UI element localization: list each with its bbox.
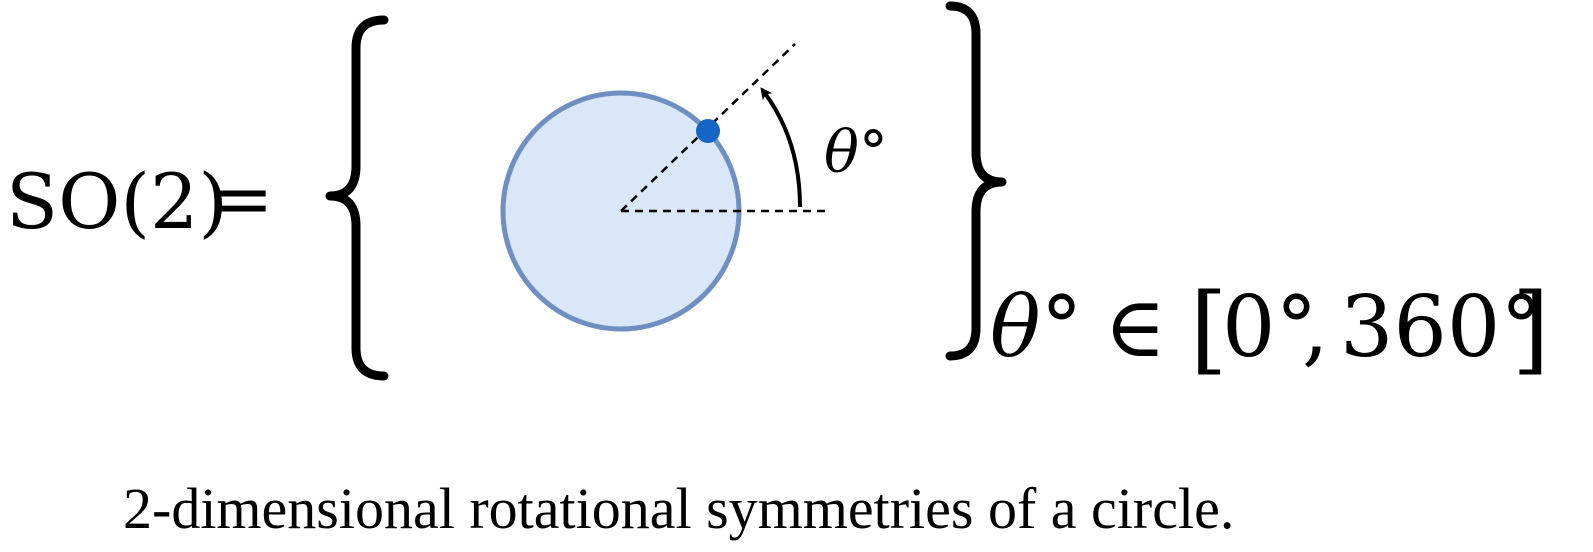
domain-in-symbol: ∈: [1104, 278, 1166, 376]
domain-close-bracket: ]: [1512, 273, 1549, 385]
rotated-line: [620, 43, 796, 212]
right-brace: [945, 1, 1007, 361]
left-brace: [325, 15, 389, 381]
angle-label: θ°: [824, 118, 888, 186]
angle-arrow: [760, 87, 802, 208]
caption: 2-dimensional rotational symmetries of a…: [123, 476, 1234, 541]
set-label: SO(2): [6, 157, 228, 246]
domain-open-bracket: [: [1190, 273, 1227, 385]
domain-upper-bound: 360°: [1340, 278, 1542, 376]
domain-theta: θ°: [990, 278, 1083, 376]
equals-sign: =: [210, 154, 274, 243]
rotation-point: [696, 119, 720, 143]
domain-lower-bound: 0°: [1222, 278, 1317, 376]
domain-comma: ,: [1302, 278, 1329, 376]
